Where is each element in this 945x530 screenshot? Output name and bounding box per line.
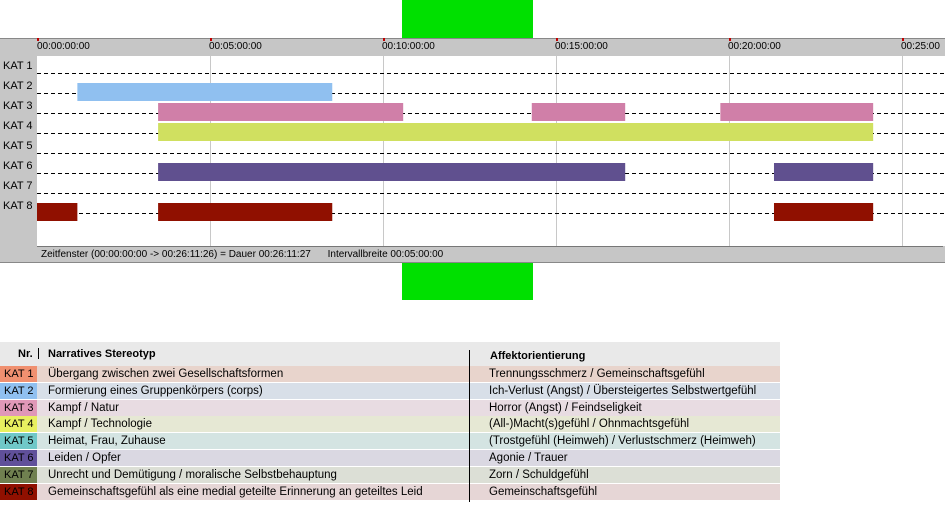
legend-row: KAT 3 Kampf / Natur Horror (Angst) / Feind… bbox=[0, 399, 780, 416]
row-label-kat-4: KAT 4 bbox=[3, 120, 33, 132]
tick-mark bbox=[729, 38, 731, 41]
legend-affekt: (Trostgefühl (Heimweh) / Verlustschmerz … bbox=[489, 435, 756, 448]
legend-affekt: Horror (Angst) / Feindseligkeit bbox=[489, 401, 642, 414]
status-bar: Zeitfenster (00:00:00:00 -> 00:26:11:26)… bbox=[37, 246, 943, 262]
tick-label: 00:25:00 bbox=[901, 41, 940, 52]
header-divider bbox=[38, 348, 39, 359]
segment-kat-3[interactable] bbox=[531, 103, 626, 121]
segment-kat-8[interactable] bbox=[773, 203, 874, 221]
legend-swatch: KAT 6 bbox=[0, 450, 37, 466]
segment-kat-6[interactable] bbox=[773, 163, 874, 181]
tick-mark bbox=[210, 38, 212, 41]
legend-stereotyp: Unrecht und Demütigung / moralische Selb… bbox=[48, 468, 337, 481]
tick-mark bbox=[902, 38, 904, 41]
legend-row: KAT 1 Übergang zwischen zwei Gesellschaft… bbox=[0, 366, 780, 382]
tick-label: 00:00:00:00 bbox=[37, 41, 90, 52]
legend-swatch: KAT 2 bbox=[0, 382, 37, 399]
legend-swatch: KAT 5 bbox=[0, 433, 37, 450]
legend-swatch: KAT 8 bbox=[0, 483, 37, 500]
segment-kat-3[interactable] bbox=[158, 103, 404, 121]
tick-label: 00:15:00:00 bbox=[555, 41, 608, 52]
time-ruler: 00:00:00:00 00:05:00:00 00:10:00:00 00:15:0… bbox=[37, 38, 945, 56]
legend-affekt: Zorn / Schuldgefühl bbox=[489, 468, 589, 481]
segment-kat-8[interactable] bbox=[158, 203, 333, 221]
legend-header: Nr. Narratives Stereotyp Affektorientier… bbox=[0, 342, 780, 366]
legend-swatch: KAT 4 bbox=[0, 416, 37, 433]
row-label-kat-8: KAT 8 bbox=[3, 200, 33, 212]
legend-affekt: Gemeinschaftsgefühl bbox=[489, 485, 598, 498]
legend-swatch: KAT 1 bbox=[0, 366, 37, 382]
row-label-kat-5: KAT 5 bbox=[3, 140, 33, 152]
legend-affekt: (All-)Macht(s)gefühl / Ohnmachtsgefühl bbox=[489, 418, 690, 431]
legend-row: KAT 2 Formierung eines Gruppenkörpers (co… bbox=[0, 382, 780, 399]
column-divider bbox=[469, 350, 470, 502]
legend-affekt: Trennungsschmerz / Gemeinschaftsgefühl bbox=[489, 368, 705, 380]
timeline-plot[interactable] bbox=[37, 56, 945, 246]
status-intervall: Intervallbreite 00:05:00:00 bbox=[327, 249, 444, 260]
segment-kat-3[interactable] bbox=[720, 103, 874, 121]
legend-stereotyp: Formierung eines Gruppenkörpers (corps) bbox=[48, 384, 263, 397]
legend-swatch: KAT 3 bbox=[0, 399, 37, 416]
header-stereotyp: Narratives Stereotyp bbox=[48, 348, 156, 360]
legend-affekt: Agonie / Trauer bbox=[489, 452, 568, 464]
legend-stereotyp: Kampf / Natur bbox=[48, 401, 119, 414]
legend-row: KAT 7 Unrecht und Demütigung / moralische… bbox=[0, 466, 780, 483]
segment-kat-4[interactable] bbox=[158, 123, 874, 141]
tick-mark bbox=[556, 38, 558, 41]
legend-stereotyp: Gemeinschaftsgefühl als eine medial gete… bbox=[48, 485, 423, 498]
tick-label: 00:20:00:00 bbox=[728, 41, 781, 52]
legend-row: KAT 5 Heimat, Frau, Zuhause (Trostgefühl (… bbox=[0, 433, 780, 450]
legend-table: Nr. Narratives Stereotyp Affektorientier… bbox=[0, 342, 780, 508]
tick-mark bbox=[37, 38, 39, 41]
row-label-kat-7: KAT 7 bbox=[3, 180, 33, 192]
segment-kat-8[interactable] bbox=[37, 203, 78, 221]
header-affekt: Affektorientierung bbox=[490, 350, 586, 362]
row-label-kat-3: KAT 3 bbox=[3, 100, 33, 112]
legend-row: KAT 4 Kampf / Technologie (All-)Macht(s)ge… bbox=[0, 416, 780, 433]
tick-label: 00:05:00:00 bbox=[209, 41, 262, 52]
legend-affekt: Ich-Verlust (Angst) / Übersteigertes Sel… bbox=[489, 384, 757, 397]
green-marker-bottom bbox=[402, 263, 533, 300]
header-nr: Nr. bbox=[18, 348, 33, 360]
status-zeitfenster: Zeitfenster (00:00:00:00 -> 00:26:11:26)… bbox=[41, 249, 311, 260]
segment-kat-2[interactable] bbox=[77, 83, 333, 101]
legend-stereotyp: Leiden / Opfer bbox=[48, 452, 121, 464]
legend-stereotyp: Heimat, Frau, Zuhause bbox=[48, 435, 166, 448]
green-marker-top bbox=[402, 0, 533, 38]
tick-mark bbox=[383, 38, 385, 41]
legend-stereotyp: Übergang zwischen zwei Gesellschaftsform… bbox=[48, 368, 284, 380]
legend-stereotyp: Kampf / Technologie bbox=[48, 418, 152, 431]
row-label-kat-6: KAT 6 bbox=[3, 160, 33, 172]
legend-row: KAT 6 Leiden / Opfer Agonie / Trauer bbox=[0, 450, 780, 466]
tick-label: 00:10:00:00 bbox=[382, 41, 435, 52]
segment-kat-6[interactable] bbox=[158, 163, 626, 181]
legend-row: KAT 8 Gemeinschaftsgefühl als eine medial… bbox=[0, 483, 780, 500]
row-label-kat-1: KAT 1 bbox=[3, 60, 33, 72]
row-label-kat-2: KAT 2 bbox=[3, 80, 33, 92]
legend-swatch: KAT 7 bbox=[0, 466, 37, 483]
